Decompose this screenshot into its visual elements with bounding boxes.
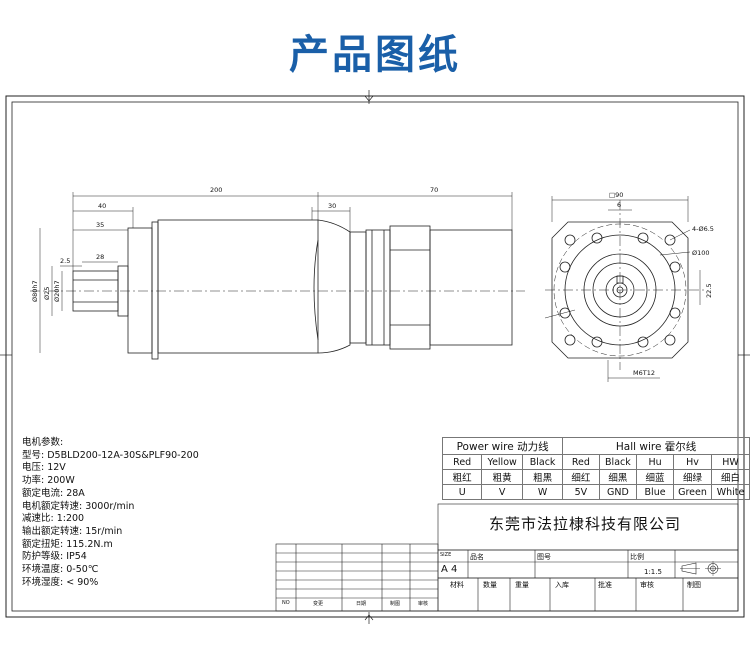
wire-cell: 细红	[562, 469, 600, 485]
param-line: 减速比: 1:200	[22, 513, 85, 525]
param-line: 防护等级: IP54	[22, 551, 87, 563]
rev-no-label: NO	[282, 600, 290, 606]
wire-cell: 5V	[562, 484, 600, 500]
dim-28: 28	[96, 253, 104, 261]
hall-wire-header: Hall wire 霍尔线	[562, 437, 750, 455]
company-name: 东莞市法拉棣科技有限公司	[488, 515, 681, 533]
bolt-holes	[559, 232, 681, 348]
param-line: 环境湿度: < 90%	[22, 576, 99, 588]
dim-thread: M6T12	[633, 369, 655, 377]
outer-frame	[5, 95, 745, 618]
wire-cell: Black	[598, 454, 638, 470]
param-line: 电机额定转速: 3000r/min	[22, 500, 135, 512]
storage-label: 入库	[555, 581, 569, 589]
wire-cell: White	[711, 484, 750, 500]
weight-label: 重量	[515, 581, 529, 589]
wire-cell: Hu	[636, 454, 674, 470]
motor-rear	[429, 229, 513, 346]
params-heading: 电机参数:	[22, 437, 64, 448]
wire-cell: Hv	[672, 454, 713, 470]
gearbox-body	[157, 219, 319, 354]
dim-22-5: 22.5	[705, 284, 713, 298]
dim-35: 35	[96, 221, 104, 229]
wire-cell: 粗黄	[481, 469, 523, 485]
table-row: 粗红 粗黄 粗黑 细红 细黑 细蓝 细绿 细白	[441, 469, 750, 485]
page-title: 产品图纸	[289, 32, 461, 78]
wire-cell: 细绿	[672, 469, 713, 485]
dim-key-6: 6	[617, 201, 621, 209]
rev-date-label: 日期	[356, 601, 367, 607]
dim-200: 200	[210, 186, 222, 194]
motor-front	[365, 229, 391, 346]
title-block-lines	[275, 503, 739, 612]
front-dims	[544, 196, 701, 382]
dim-40: 40	[98, 202, 106, 210]
size-label: SIZE	[440, 552, 452, 558]
wire-cell: Yellow	[481, 454, 523, 470]
size-value: A 4	[441, 564, 458, 575]
dim-holes: 4-Ø6.5	[692, 225, 714, 233]
wire-cell: W	[521, 484, 564, 500]
rev-change-label: 变更	[313, 601, 324, 607]
table-row: Red Yellow Black Red Black Hu Hv HW	[441, 454, 750, 470]
side-dims	[39, 192, 513, 353]
param-line: 额定扭矩: 115.2N.m	[22, 538, 113, 550]
wire-cell: U	[441, 484, 483, 500]
wire-cell: Black	[521, 454, 564, 470]
square-flange	[551, 221, 689, 359]
wire-cell: 细黑	[598, 469, 638, 485]
dim-dia-80: Ø80h7	[31, 280, 39, 302]
scale-value: 1:1.5	[644, 568, 662, 576]
wire-cell: 粗黑	[521, 469, 564, 485]
wire-table: Power wire 动力线 Hall wire 霍尔线 Red Yellow …	[441, 437, 750, 500]
scale-label: 比例	[630, 553, 644, 561]
dim-30: 30	[328, 202, 336, 210]
drawing-no-label: 图号	[537, 553, 551, 561]
drawn-label: 制图	[687, 581, 701, 589]
projection-symbol-icon	[680, 561, 721, 576]
dim-pcd-100: Ø100	[692, 249, 710, 257]
param-line: 额定电流: 28A	[22, 487, 85, 499]
rev-review-label: 审核	[418, 601, 429, 607]
dim-2-5: 2.5	[60, 257, 70, 265]
rev-drawn-label: 制图	[390, 601, 401, 607]
power-wire-header: Power wire 动力线	[441, 437, 564, 455]
wire-cell: Red	[441, 454, 483, 470]
wire-cell: Blue	[636, 484, 674, 500]
review-label: 审核	[640, 581, 654, 589]
dim-dia-25: Ø25	[43, 287, 51, 300]
dim-square-90: □90	[609, 191, 623, 199]
wire-cell: 细白	[711, 469, 750, 485]
param-line: 输出额定转速: 15r/min	[22, 525, 123, 537]
dim-dia-20: Ø20h7	[53, 280, 61, 302]
param-line: 环境温度: 0-50℃	[22, 564, 99, 576]
param-line: 功率: 200W	[22, 475, 75, 487]
motor-body	[389, 225, 431, 350]
dim-70: 70	[430, 186, 438, 194]
approve-label: 批准	[598, 581, 612, 589]
name-label: 品名	[470, 553, 484, 561]
wire-cell: Green	[672, 484, 713, 500]
quantity-label: 数量	[483, 581, 497, 589]
wire-cell: GND	[598, 484, 638, 500]
param-line: 型号: D5BLD200-12A-30S&PLF90-200	[22, 449, 199, 461]
table-row: U V W 5V GND Blue Green White	[441, 484, 750, 500]
wire-cell: Red	[562, 454, 600, 470]
gearbox-flange	[127, 227, 153, 354]
wire-cell: HW	[711, 454, 750, 470]
centering-marks	[0, 90, 750, 624]
gearbox-taper	[317, 219, 351, 354]
front-view	[545, 200, 705, 370]
wire-cell: 粗红	[441, 469, 483, 485]
wire-cell: 细蓝	[636, 469, 674, 485]
motor-params: 电机参数: 型号: D5BLD200-12A-30S&PLF90-200 电压:…	[22, 437, 199, 589]
param-line: 电压: 12V	[22, 462, 66, 474]
material-label: 材料	[450, 581, 464, 589]
side-view	[30, 219, 525, 360]
wire-cell: V	[481, 484, 523, 500]
